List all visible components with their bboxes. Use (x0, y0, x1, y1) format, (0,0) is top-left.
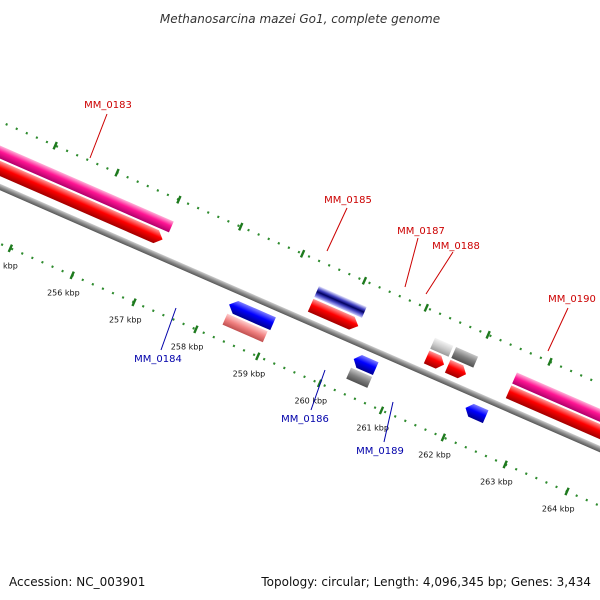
topology-label: Topology: circular; Length: 4,096,345 bp… (260, 575, 591, 589)
gene-mm-0183 (0, 128, 174, 244)
outer-major-tick (238, 222, 244, 231)
gene-label-mm-0185: MM_0185 (324, 195, 372, 206)
tick-label: 259 kbp (233, 370, 266, 379)
gene-bar (0, 128, 174, 233)
gene-mm-0189 (465, 403, 489, 424)
gene-mm-0187 (423, 337, 454, 369)
outer-major-tick (361, 276, 368, 285)
gene-mm-0184 (222, 300, 276, 343)
inner-major-tick (502, 460, 508, 469)
cds-arrow (423, 350, 445, 369)
leader-line (326, 207, 348, 252)
outer-major-tick (299, 249, 306, 258)
gene-labels: MM_0183 MM_0184 MM_0185 MM_0186 MM_0187 … (84, 100, 596, 457)
genome-backbone (0, 172, 600, 474)
gene-mm-0185 (307, 286, 367, 330)
outer-major-tick (423, 303, 430, 312)
inner-major-tick (440, 433, 447, 442)
map-title: Methanosarcina mazei Go1, complete genom… (160, 12, 440, 26)
gene-bar (222, 313, 268, 343)
outer-major-ticks (52, 141, 553, 366)
leader-line (89, 113, 108, 159)
inner-major-tick (378, 406, 385, 415)
gene-bar (314, 286, 367, 318)
gene-label-mm-0188: MM_0188 (432, 241, 480, 252)
gene-label-mm-0183: MM_0183 (84, 100, 132, 111)
outer-major-tick (547, 357, 553, 366)
tick-label: 258 kbp (171, 342, 204, 351)
gene-label-mm-0184: MM_0184 (134, 354, 182, 365)
tick-labels: 255 kbp 256 kbp 257 kbp 258 kbp 259 kbp 260 k… (0, 261, 575, 514)
tick-label: 264 kbp (542, 505, 575, 514)
inner-tick-dots (0, 225, 600, 516)
tick-label: 260 kbp (294, 397, 327, 406)
inner-major-tick (69, 271, 75, 280)
outer-major-tick (485, 330, 491, 339)
inner-major-tick (193, 325, 199, 334)
gene-label-mm-0186: MM_0186 (281, 414, 329, 425)
tick-label: 263 kbp (480, 478, 513, 487)
tick-label: 257 kbp (109, 315, 142, 324)
tick-label: 256 kbp (47, 288, 80, 297)
gene-bar (346, 367, 373, 388)
inner-major-tick (255, 352, 261, 361)
inner-major-tick (564, 487, 570, 496)
outer-tick-dots (5, 123, 600, 414)
gene-mm-0190 (505, 372, 600, 464)
leader-line (310, 369, 326, 411)
gene-mm-0186 (346, 354, 379, 388)
inner-major-tick (7, 244, 14, 253)
leader-line (160, 307, 177, 351)
tick-label: 262 kbp (418, 451, 451, 460)
leader-line (547, 307, 569, 352)
gene-mm-0188 (444, 346, 479, 379)
cds-arrow (0, 140, 163, 244)
accession-label: Accession: NC_003901 (9, 575, 145, 589)
inner-major-ticks (7, 244, 570, 496)
cds-arrow (229, 300, 276, 331)
genome-band: 255 kbp 256 kbp 257 kbp 258 kbp 259 kbp 260 k… (0, 123, 600, 516)
tick-label: 255 kbp (0, 261, 18, 270)
cds-arrow (307, 298, 359, 330)
cds-arrow (505, 385, 600, 464)
cds-arrow (465, 403, 489, 424)
gene-bar (512, 372, 600, 452)
gene-label-mm-0190: MM_0190 (548, 294, 596, 305)
tick-label: 261 kbp (356, 424, 389, 433)
leader-line (404, 237, 419, 288)
gene-label-mm-0189: MM_0189 (356, 446, 404, 457)
cds-arrow (444, 359, 467, 379)
gene-bar (451, 346, 479, 368)
inner-major-tick (131, 298, 137, 307)
leader-line (425, 251, 454, 295)
leader-line (383, 401, 394, 443)
gene-label-mm-0187: MM_0187 (397, 226, 445, 237)
outer-major-tick (52, 141, 58, 150)
cds-arrow (353, 354, 379, 376)
outer-major-tick (114, 168, 120, 177)
outer-major-tick (176, 195, 182, 204)
gene-bar (430, 337, 454, 357)
